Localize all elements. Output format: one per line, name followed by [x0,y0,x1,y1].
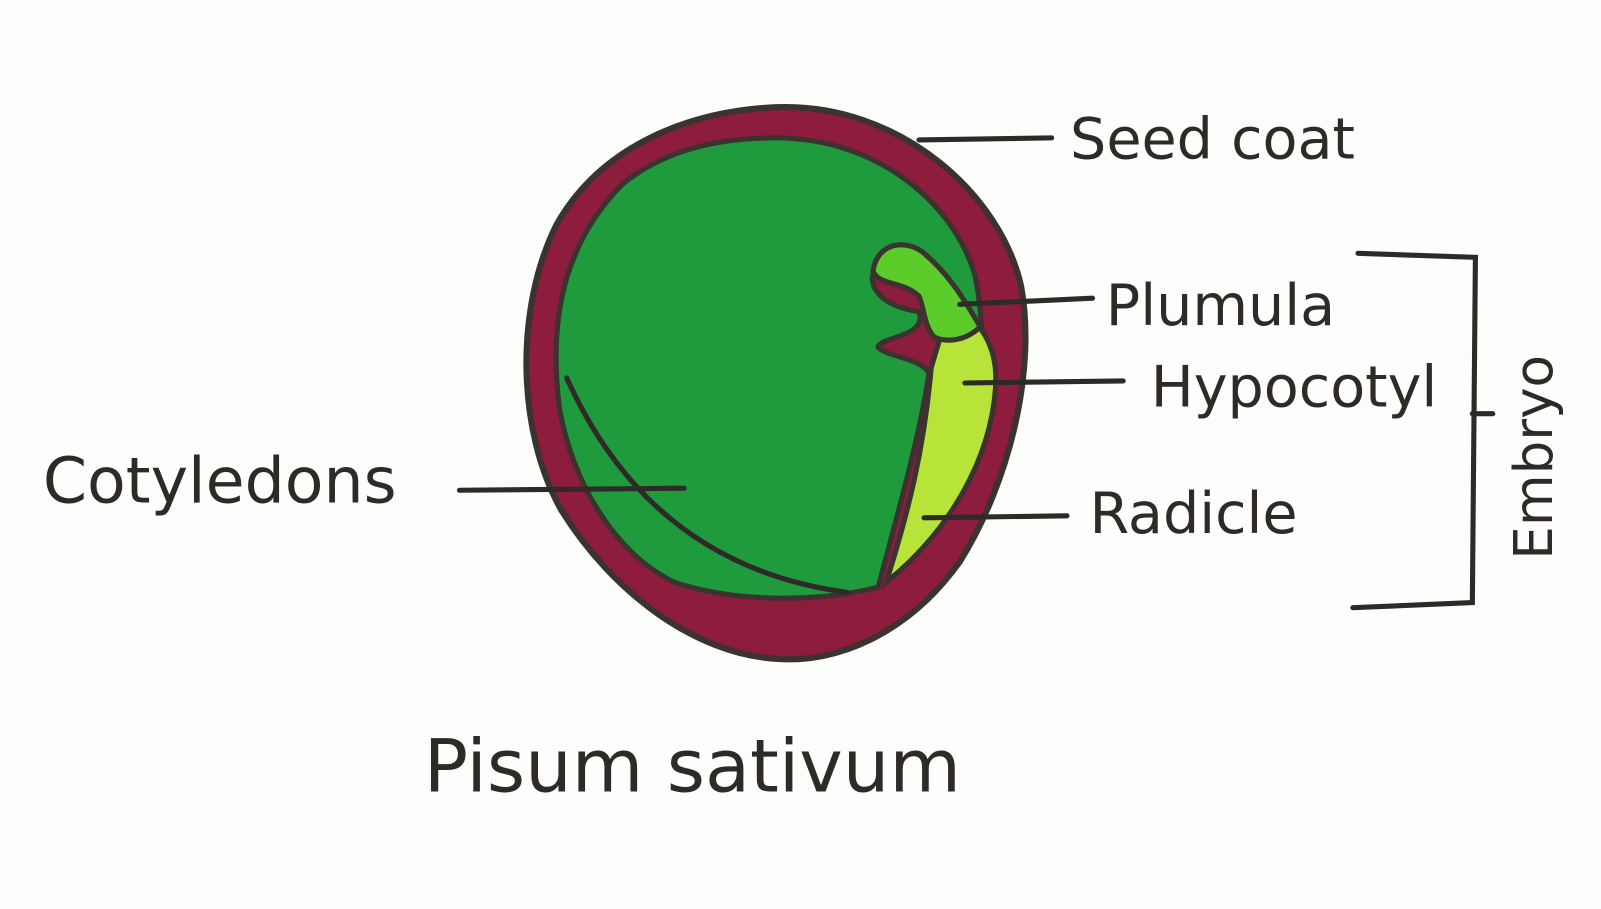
plumula-label: Plumula [1106,273,1335,339]
cotyledons-label: Cotyledons [43,443,397,517]
plumula-leader [957,295,1096,307]
embryo-label: Embryo [1503,355,1565,560]
plumula-shape [870,242,984,343]
hypocotyl-label: Hypocotyl [1151,354,1438,420]
seed-coat-leader [916,135,1055,143]
seed-coat-label: Seed coat [1070,106,1355,172]
hypocotyl-shape [881,303,999,590]
hypocotyl-leader [962,378,1126,386]
diagram-title: Pisum sativum [424,725,961,810]
embryo-bracket [1350,250,1478,611]
radicle-label: Radicle [1089,481,1297,547]
cotyledon-fold-line [564,375,851,595]
radicle-leader [921,513,1070,521]
cotyledons-leader [456,485,687,493]
